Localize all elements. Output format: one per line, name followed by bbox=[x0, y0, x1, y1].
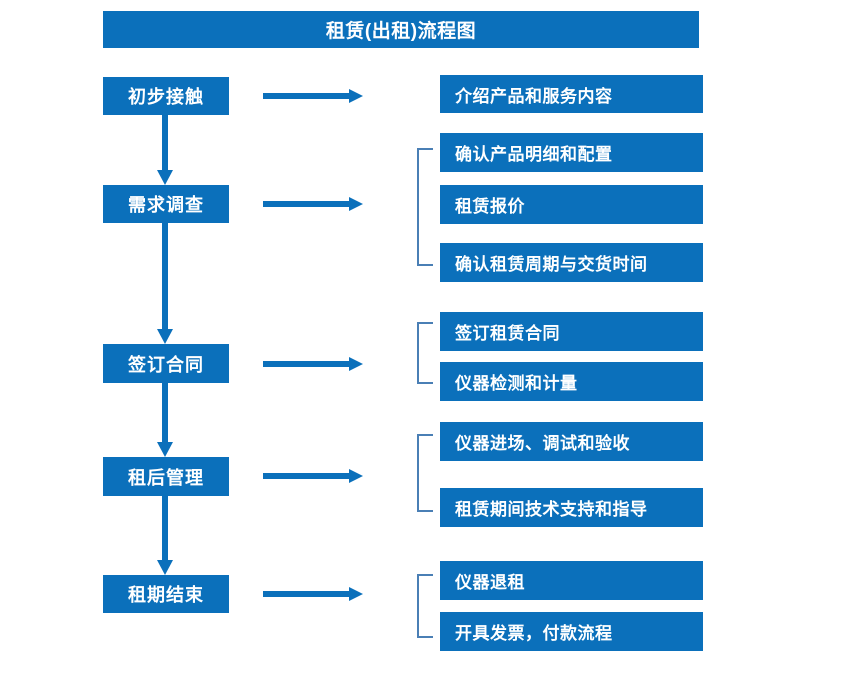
detail-box-rental-quotation[interactable]: 租赁报价 bbox=[440, 185, 703, 224]
arrow-down-icon-stage1-to-stage2 bbox=[155, 115, 175, 185]
bracket-group-demand-survey bbox=[416, 148, 434, 266]
arrow-right-icon-stage1 bbox=[263, 86, 363, 106]
detail-box-technical-support[interactable]: 租赁期间技术支持和指导 bbox=[440, 488, 703, 527]
arrow-right-icon-stage3 bbox=[263, 354, 363, 374]
arrow-down-icon-stage4-to-stage5 bbox=[155, 496, 175, 575]
stage-box-demand-survey[interactable]: 需求调查 bbox=[103, 185, 229, 223]
detail-box-instrument-return[interactable]: 仪器退租 bbox=[440, 561, 703, 600]
stage-box-sign-contract[interactable]: 签订合同 bbox=[103, 344, 229, 383]
detail-box-instrument-inspection[interactable]: 仪器检测和计量 bbox=[440, 362, 703, 401]
arrow-down-icon-stage3-to-stage4 bbox=[155, 383, 175, 457]
arrow-right-icon-stage5 bbox=[263, 584, 363, 604]
detail-box-sign-rental-contract[interactable]: 签订租赁合同 bbox=[440, 312, 703, 351]
detail-box-confirm-rental-period[interactable]: 确认租赁周期与交货时间 bbox=[440, 243, 703, 282]
detail-box-instrument-entry-commissioning[interactable]: 仪器进场、调试和验收 bbox=[440, 422, 703, 461]
detail-box-confirm-product-details[interactable]: 确认产品明细和配置 bbox=[440, 133, 703, 172]
stage-box-initial-contact[interactable]: 初步接触 bbox=[103, 77, 229, 115]
bracket-group-post-rental bbox=[416, 434, 434, 512]
arrow-down-icon-stage2-to-stage3 bbox=[155, 223, 175, 344]
arrow-right-icon-stage4 bbox=[263, 466, 363, 486]
arrow-right-icon-stage2 bbox=[263, 194, 363, 214]
stage-box-rental-end[interactable]: 租期结束 bbox=[103, 575, 229, 613]
chart-title: 租赁(出租)流程图 bbox=[103, 11, 699, 48]
bracket-group-rental-end bbox=[416, 574, 434, 638]
detail-box-introduce-products[interactable]: 介绍产品和服务内容 bbox=[440, 75, 703, 113]
bracket-group-sign-contract bbox=[416, 322, 434, 384]
stage-box-post-rental-management[interactable]: 租后管理 bbox=[103, 457, 229, 496]
detail-box-invoice-payment[interactable]: 开具发票，付款流程 bbox=[440, 612, 703, 651]
